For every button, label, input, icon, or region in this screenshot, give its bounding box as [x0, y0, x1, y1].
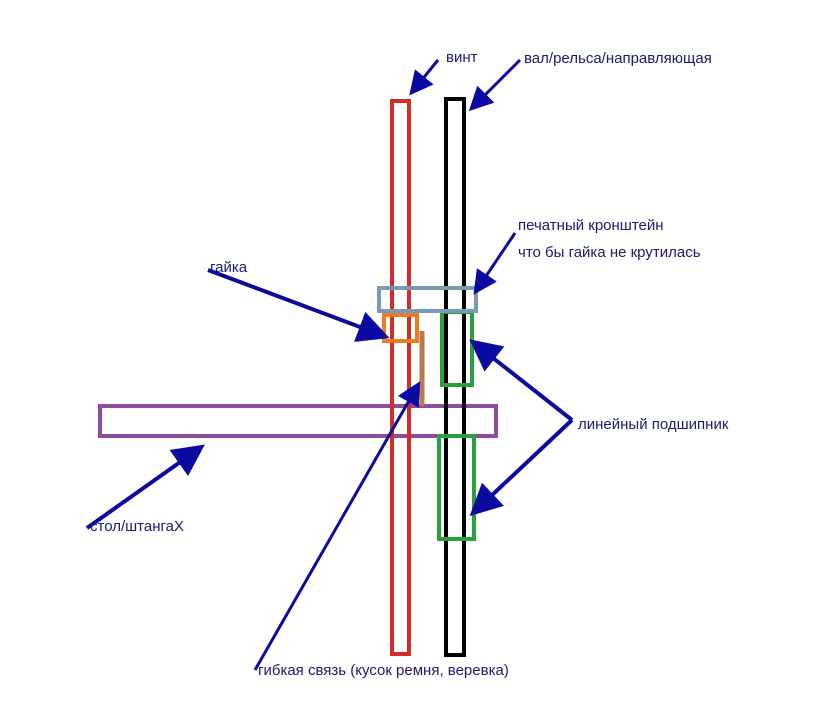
label-bracket-line1: печатный кронштейн: [518, 217, 664, 234]
arrow-nut: [207, 268, 390, 342]
arrow-bracket: [473, 232, 517, 295]
label-linear-bearing: линейный подшипник: [578, 416, 729, 433]
guide-shaft: [444, 97, 466, 657]
screw-rod: [390, 99, 411, 656]
arrow-flexible-link: [253, 381, 421, 671]
label-screw: винт: [446, 49, 478, 66]
printed-bracket: [377, 286, 478, 313]
label-flexible-link: гибкая связь (кусок ремня, веревка): [258, 662, 509, 679]
arrow-shaft: [468, 58, 522, 112]
arrow-table: [85, 444, 205, 530]
nut: [382, 313, 419, 343]
table-bar: [98, 404, 498, 438]
arrow-bearing-upper: [469, 339, 574, 422]
label-nut: гайка: [210, 259, 248, 276]
arrow-bearing-lower: [469, 418, 574, 517]
label-bracket-line2: что бы гайка не крутилась: [518, 244, 701, 261]
arrow-screw: [409, 59, 440, 96]
label-table: стол/штангаX: [90, 518, 184, 535]
label-shaft: вал/рельса/направляющая: [524, 50, 712, 67]
